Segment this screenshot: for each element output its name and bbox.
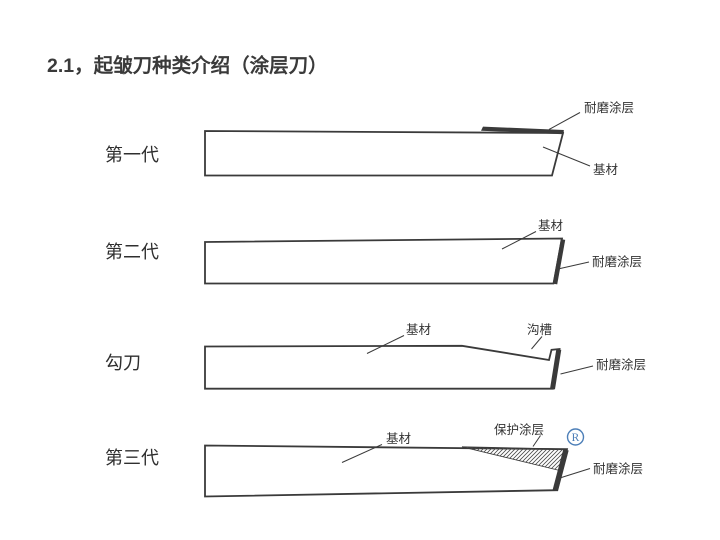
blade-gen1-body xyxy=(204,130,565,177)
page-title: 2.1，起皱刀种类介绍（涂层刀） xyxy=(47,54,328,77)
leader-line-hook-groove xyxy=(531,336,543,350)
blade-gen1-coating-layer xyxy=(481,126,564,135)
blade-group-gen1: 第一代 耐磨涂层 基材 xyxy=(105,100,634,177)
blade-group-gen2: 第二代 基材 耐磨涂层 xyxy=(105,219,642,285)
blade-hook-body xyxy=(204,344,561,390)
leader-line-gen1-base xyxy=(542,146,591,167)
registered-mark-letter: R xyxy=(572,432,580,444)
blade-group-gen3: 第三代 基材 保护涂层 耐磨涂层 R xyxy=(105,422,643,498)
label-gen1-base: 基材 xyxy=(593,163,618,177)
leader-line-hook-base xyxy=(366,335,405,354)
leader-line-gen2-coating xyxy=(557,261,590,270)
leader-line-gen3-base xyxy=(341,444,383,463)
registered-mark: R xyxy=(566,428,585,446)
blade-gen3-coating-band xyxy=(552,449,569,492)
blade-gen3-name: 第三代 xyxy=(105,448,159,468)
label-gen3-protective: 保护涂层 xyxy=(494,422,544,437)
label-hook-coating: 耐磨涂层 xyxy=(596,357,646,372)
leader-line-gen2-base xyxy=(501,231,537,250)
label-hook-groove: 沟槽 xyxy=(527,323,552,337)
label-hook-base: 基材 xyxy=(406,323,431,337)
blade-hook-coating-band xyxy=(550,349,562,390)
leader-line-gen1-coating xyxy=(548,112,581,130)
label-gen3-base: 基材 xyxy=(386,432,411,446)
leader-line-gen3-protective xyxy=(532,435,541,447)
blade-gen2-name: 第二代 xyxy=(105,242,159,262)
leader-line-gen3-coating xyxy=(559,468,591,479)
leader-line-hook-coating xyxy=(560,365,594,375)
blade-gen1-name: 第一代 xyxy=(105,145,159,165)
label-gen3-coating: 耐磨涂层 xyxy=(593,461,643,476)
label-gen1-coating: 耐磨涂层 xyxy=(584,100,634,115)
label-gen2-base: 基材 xyxy=(538,219,563,233)
blade-group-hook: 勾刀 基材 沟槽 耐磨涂层 xyxy=(105,323,646,390)
blade-hook-name: 勾刀 xyxy=(105,353,141,373)
blade-gen2-coating-band xyxy=(552,239,566,285)
label-gen2-coating: 耐磨涂层 xyxy=(592,254,642,269)
registered-mark-circle xyxy=(566,428,585,446)
